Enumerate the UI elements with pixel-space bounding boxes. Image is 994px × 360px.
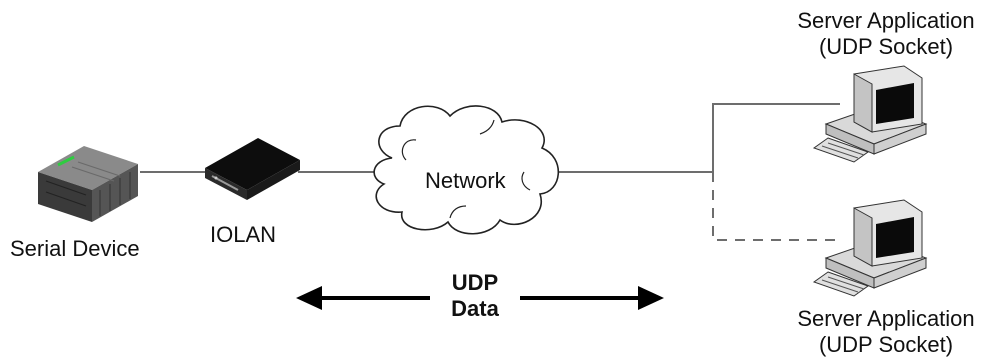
server-top-label: Server Application (UDP Socket) (786, 8, 986, 60)
server-bottom-label-line2: (UDP Socket) (818, 332, 954, 357)
network-cloud-icon (373, 105, 560, 235)
udp-data-label-line1: UDP (451, 270, 499, 295)
arrow-head-left (296, 286, 322, 310)
server-top-label-line1: Server Application (797, 8, 975, 33)
server-bottom-label: Server Application (UDP Socket) (786, 306, 986, 358)
network-label: Network (425, 168, 506, 193)
server-bottom-computer-icon (812, 199, 928, 297)
link-to-server-top (712, 103, 840, 172)
iolan-icon (205, 138, 300, 200)
udp-data-label-line2: Data (451, 296, 499, 321)
server-top-label-line2: (UDP Socket) (818, 34, 954, 59)
connection-lines (140, 103, 840, 241)
arrow-head-right (638, 286, 664, 310)
serial-device-label: Serial Device (10, 236, 140, 261)
iolan-label: IOLAN (210, 222, 277, 247)
server-bottom-label-line1: Server Application (797, 306, 975, 331)
serial-device-icon (38, 146, 138, 222)
udp-data-label: UDP Data (430, 270, 520, 322)
server-top-computer-icon (812, 65, 928, 163)
link-to-server-bottom (712, 172, 840, 241)
bidirectional-arrow (296, 286, 664, 310)
